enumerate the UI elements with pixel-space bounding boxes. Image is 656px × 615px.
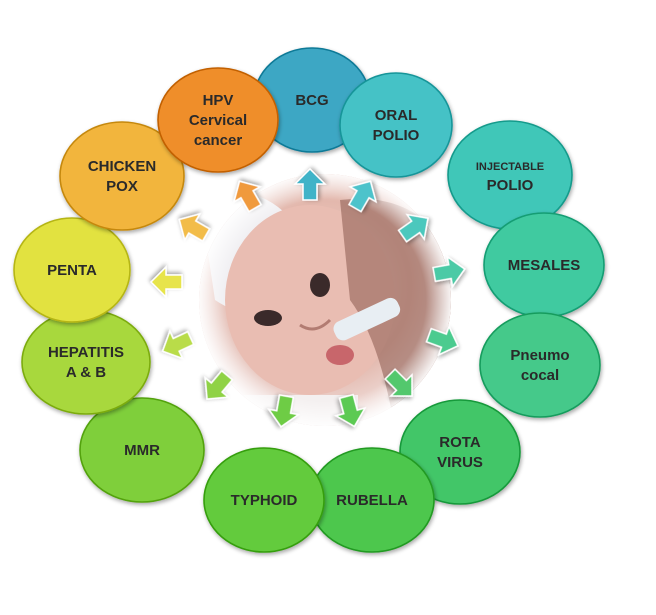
- bubble-shape: [399, 399, 521, 505]
- vaccine-label-line: PENTA: [47, 262, 97, 279]
- arrow-shape: [347, 180, 378, 213]
- vaccine-label-line: RUBELLA: [336, 492, 408, 509]
- arrow-shape: [432, 255, 466, 289]
- bubble-shape: [339, 72, 453, 178]
- vaccine-bubble-typhoid: TYPHOID: [203, 447, 325, 553]
- bubble-shape: [479, 312, 601, 418]
- vaccine-label-line: Pneumo: [510, 347, 569, 364]
- bubble-shape: [13, 217, 131, 323]
- vaccine-label-line: POLIO: [487, 177, 534, 194]
- arrow-7: [267, 394, 301, 428]
- arrow-shape: [397, 213, 429, 243]
- vaccine-label-line: CHICKEN: [88, 158, 156, 175]
- vaccine-bubble-pneumococal: Pneumo cocal: [479, 312, 601, 418]
- arrow-6: [334, 393, 367, 428]
- vaccine-bubble-mmr: MMR: [79, 397, 205, 503]
- arrow-9: [161, 329, 195, 360]
- vaccine-bubble-mesales: MESALES: [483, 212, 605, 318]
- vaccine-label-line: A & B: [66, 364, 106, 381]
- arrow-4: [425, 324, 459, 357]
- arrow-shape: [149, 265, 183, 299]
- vaccine-bubble-hepatitis: HEPATITIS A & B: [21, 309, 151, 415]
- arrow-shape: [178, 212, 211, 243]
- vaccine-bubble-penta: PENTA: [13, 217, 131, 323]
- vaccine-label-line: VIRUS: [437, 454, 483, 471]
- vaccine-bubble-chicken-pox: CHICKEN POX: [59, 121, 185, 231]
- arrows-layer: [149, 167, 466, 428]
- arrow-shape: [384, 368, 413, 397]
- arrow-shape: [232, 180, 263, 213]
- bubble-shape: [157, 67, 279, 173]
- vaccine-label-line: POLIO: [373, 127, 420, 144]
- bubble-shape: [21, 309, 151, 415]
- arrow-shape: [334, 393, 367, 428]
- bubble-shape: [203, 447, 325, 553]
- arrow-2: [397, 213, 429, 243]
- vaccine-label-line: POX: [106, 178, 138, 195]
- vaccine-label-line: INJECTABLE: [476, 161, 544, 173]
- vaccine-label-line: ORAL: [375, 107, 418, 124]
- arrow-5: [384, 368, 413, 397]
- vaccine-label-line: HPV: [203, 92, 234, 109]
- arrow-10: [149, 265, 183, 299]
- vaccine-label-line: cancer: [194, 132, 243, 149]
- vaccine-bubble-hpv: HPV Cervical cancer: [157, 67, 279, 173]
- arrow-8: [204, 369, 234, 400]
- vaccine-label-line: Cervical: [189, 112, 247, 129]
- vaccine-label-line: cocal: [521, 367, 559, 384]
- vaccine-label-line: ROTA: [439, 434, 481, 451]
- arrow-12: [232, 180, 263, 213]
- baby-receiving-oral-polio-drops-photo: [199, 174, 451, 426]
- arrow-1: [347, 180, 378, 213]
- arrow-shape: [204, 369, 234, 400]
- arrow-shape: [267, 394, 301, 428]
- arrow-11: [178, 212, 211, 243]
- vaccine-label-line: BCG: [295, 92, 328, 109]
- vaccine-label-line: MMR: [124, 442, 160, 459]
- vaccine-bubble-rubella: RUBELLA: [309, 447, 435, 553]
- arrow-shape: [425, 324, 459, 357]
- arrow-shape: [293, 167, 327, 201]
- vaccine-label-line: HEPATITIS: [48, 344, 124, 361]
- vaccine-label-line: TYPHOID: [231, 492, 298, 509]
- bubble-shape: [79, 397, 205, 503]
- arrow-3: [432, 255, 466, 289]
- bubbles-layer: BCG ORAL POLIO INJECTABLE POLIO MESALES Pneumo…: [13, 47, 605, 553]
- vaccine-bubble-rota-virus: ROTA VIRUS: [399, 399, 521, 505]
- arrow-shape: [161, 329, 195, 360]
- bubble-shape: [59, 121, 185, 231]
- vaccine-label-line: MESALES: [508, 257, 581, 274]
- vaccine-bubble-oral-polio: ORAL POLIO: [339, 72, 453, 178]
- arrow-0: [293, 167, 327, 201]
